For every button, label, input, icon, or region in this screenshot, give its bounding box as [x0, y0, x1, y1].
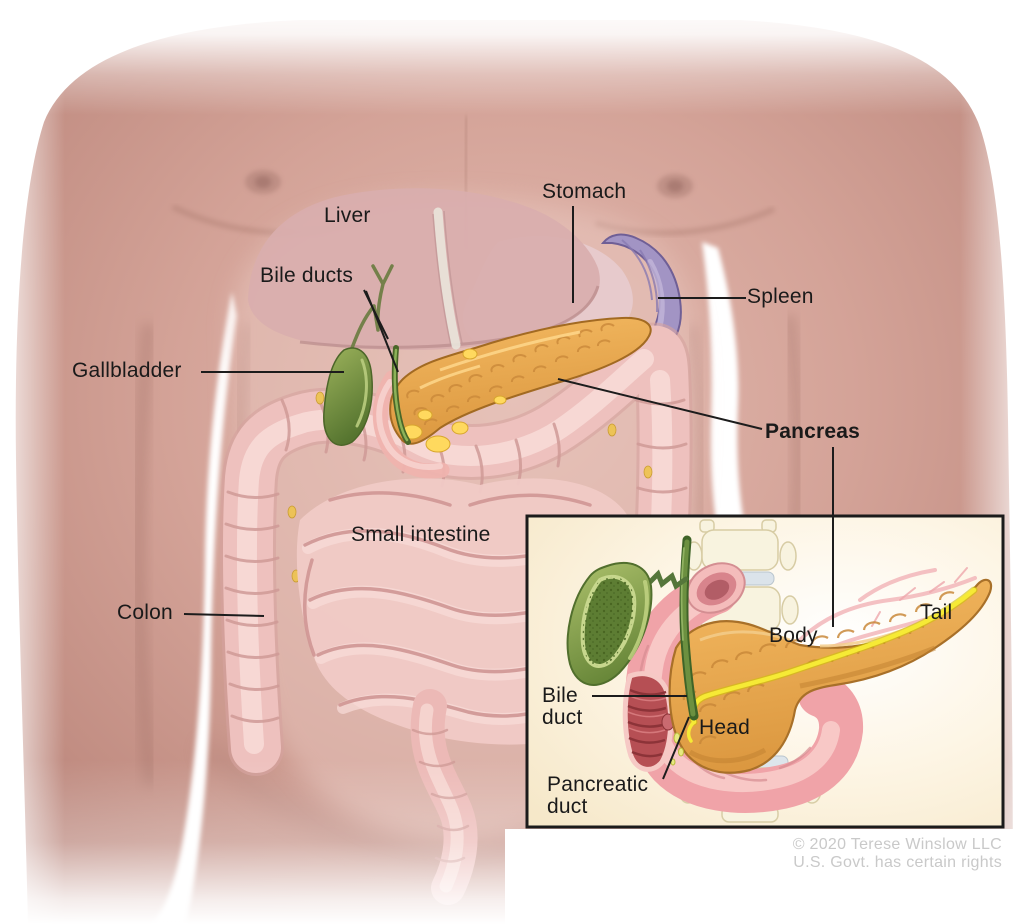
bile-ducts-tree	[350, 264, 411, 445]
arm-gap-left	[152, 292, 237, 924]
label-spleen: Spleen	[747, 285, 814, 308]
pancreatic-duct-inset	[686, 586, 978, 743]
duodenum-opening	[686, 562, 746, 614]
liver-organ	[248, 188, 600, 350]
nipple-right	[657, 174, 693, 198]
falciform-ligament	[433, 207, 461, 350]
pancreas-organ	[389, 316, 652, 453]
duodenum-main	[372, 370, 450, 479]
label-inset-body: Body	[769, 624, 818, 647]
duodenum-interior-cut	[622, 671, 675, 772]
arm-gap-right	[702, 242, 745, 530]
label-stomach: Stomach	[542, 180, 627, 203]
label-inset-head: Head	[699, 716, 751, 739]
nipple-left	[245, 170, 281, 194]
label-liver: Liver	[324, 204, 371, 227]
label-colon: Colon	[117, 601, 173, 624]
cystic-duct	[645, 569, 689, 590]
pancreas-inset	[668, 578, 993, 774]
inset-box	[525, 514, 1005, 829]
peripancreatic-fat	[401, 348, 507, 453]
label-pancreas: Pancreas	[765, 420, 861, 443]
copyright-line1: © 2020 Terese Winslow LLC	[792, 836, 1002, 853]
label-inset-pancreatic-duct: Pancreatic duct	[547, 773, 649, 819]
pancreatic-duct-line	[662, 716, 690, 780]
top-fade	[0, 0, 1024, 115]
inset-leader-lines	[592, 695, 690, 780]
label-small-intestine: Small intestine	[351, 523, 491, 546]
copyright-line2: U.S. Govt. has certain rights	[793, 854, 1002, 872]
label-bile-ducts: Bile ducts	[260, 264, 354, 287]
label-inset-bile-duct: Bile duct	[542, 684, 583, 730]
copyright-notice: © 2020 Terese Winslow LLC U.S. Govt. has…	[682, 836, 1002, 873]
label-inset-tail: Tail	[920, 601, 953, 624]
bile-ducts-line-b	[365, 290, 399, 373]
bile-duct-inset	[645, 535, 699, 721]
leader-lines	[183, 206, 763, 617]
pancreas-line	[557, 378, 763, 430]
colon-line	[183, 613, 265, 617]
label-gallbladder: Gallbladder	[72, 359, 182, 382]
gallbladder-inset	[566, 561, 653, 686]
